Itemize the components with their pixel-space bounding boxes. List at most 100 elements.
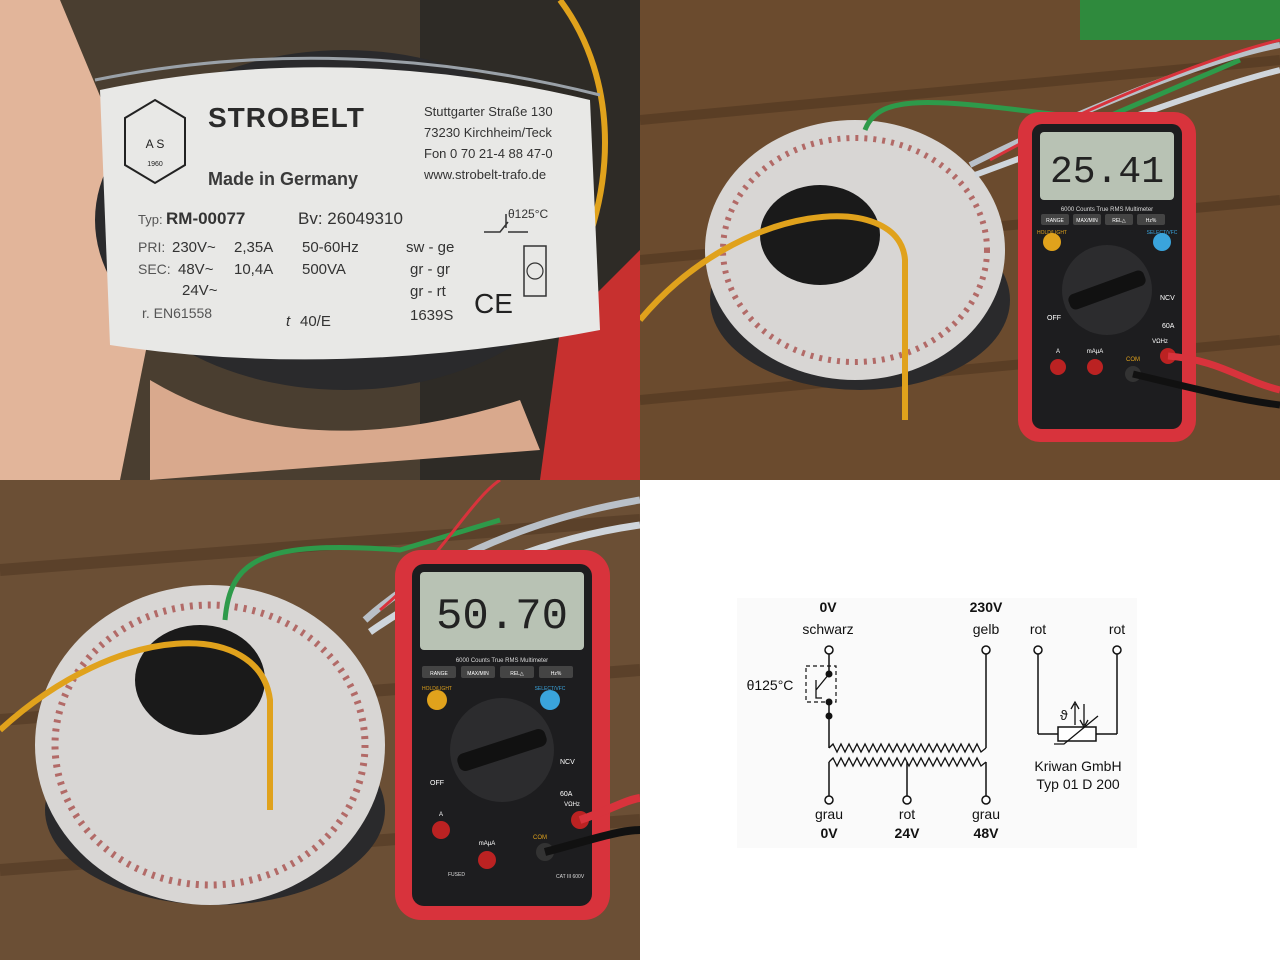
port-a[interactable]	[1050, 359, 1066, 375]
red-probe-lead	[1167, 352, 1280, 394]
terminal-230v	[981, 645, 991, 655]
hold-light-button[interactable]	[1043, 233, 1061, 251]
port-com-label: COM	[1126, 357, 1140, 363]
sec-voltage: 48V~	[178, 261, 214, 278]
rel-label: REL△	[1112, 218, 1126, 224]
toroid-center	[760, 185, 880, 285]
ptc-left-color: rot	[1030, 621, 1046, 637]
port-ma-label: mAµA	[479, 841, 495, 847]
green-wire	[222, 517, 501, 621]
sec-power: 500VA	[302, 261, 346, 278]
mode-ncv: NCV	[560, 759, 575, 766]
range-button[interactable]	[422, 666, 456, 678]
thermal-switch-symbol-icon	[484, 214, 528, 233]
bottom-left-color: grau	[815, 806, 843, 822]
bv-number: Bv: 26049310	[298, 209, 403, 228]
range-button[interactable]	[1041, 214, 1069, 225]
select-button[interactable]	[540, 690, 560, 710]
website: www.strobelt-trafo.de	[423, 167, 546, 182]
hz-label: Hz%	[1146, 218, 1157, 224]
maxmin-label: MAX/MIN	[467, 671, 489, 677]
logo-year: 1960	[147, 161, 163, 168]
pri-current: 2,35A	[234, 239, 273, 256]
hz-button[interactable]	[1137, 214, 1165, 225]
sec2-wires: gr - rt	[410, 283, 447, 300]
address-line-1: Stuttgarter Straße 130	[424, 104, 553, 119]
select-label: SELECT/VFC	[1147, 230, 1178, 236]
select-label: SELECT/VFC	[535, 686, 566, 692]
bottom-left-voltage: 0V	[820, 825, 838, 841]
port-v-label: VΩHz	[564, 802, 580, 808]
port-a-label: A	[1056, 349, 1060, 355]
hand	[0, 0, 150, 480]
terminal-48v	[981, 795, 991, 805]
type-number: RM-00077	[166, 209, 245, 228]
arrow-up-icon	[1070, 700, 1080, 725]
mode-off: OFF	[430, 780, 444, 787]
arrow-down-icon	[1079, 704, 1089, 729]
range-label: RANGE	[430, 671, 448, 677]
port-v-label: VΩHz	[1152, 339, 1168, 345]
port-ma-label: mAµA	[1087, 349, 1103, 355]
photo-measurement-48v: 50.70 6000 Counts True RMS Multimeter RA…	[0, 480, 640, 960]
address-line-2: 73230 Kirchheim/Teck	[424, 125, 552, 140]
rel-button[interactable]	[500, 666, 534, 678]
select-button[interactable]	[1153, 233, 1171, 251]
red-probe-lead	[578, 794, 640, 824]
mode-60a: 60A	[560, 791, 573, 798]
port-ma[interactable]	[478, 851, 496, 869]
logo-text: A S	[146, 137, 165, 151]
terminal-ptc-right	[1112, 645, 1122, 655]
norm: r. EN61558	[142, 305, 212, 321]
port-com-label: COM	[533, 835, 547, 841]
theta-symbol: ϑ	[1060, 707, 1068, 723]
black-probe-lead	[1132, 370, 1280, 409]
hz-button[interactable]	[539, 666, 573, 678]
label-photo-scene: A S 1960 STROBELT Made in Germany Stuttg…	[0, 0, 640, 480]
maxmin-label: MAX/MIN	[1076, 218, 1098, 224]
lcd-reading: 25.41	[1050, 151, 1164, 194]
top-left-color: schwarz	[802, 621, 853, 637]
port-a[interactable]	[432, 821, 450, 839]
bottom-mid-voltage: 24V	[895, 825, 921, 841]
mode-ncv: NCV	[1160, 295, 1175, 302]
sec-label: SEC:	[138, 261, 171, 277]
maxmin-button[interactable]	[461, 666, 495, 678]
meter-photo-scene-2: 50.70 6000 Counts True RMS Multimeter RA…	[0, 480, 640, 960]
top-right-voltage: 230V	[970, 599, 1003, 615]
meter-model: 6000 Counts True RMS Multimeter	[1061, 207, 1153, 213]
safety-transformer-icon	[523, 245, 547, 297]
date-code: 1639S	[410, 307, 453, 324]
schematic-drawing: 0V schwarz 230V gelb rot rot θ125°C	[737, 598, 1137, 848]
thermal-switch-label: θ125°C	[747, 677, 794, 693]
terminal-ptc-left	[1033, 645, 1043, 655]
rel-button[interactable]	[1105, 214, 1133, 225]
thermal-rating: θ125°C	[508, 207, 548, 221]
top-right-color: gelb	[973, 621, 1000, 637]
pri-label: PRI:	[138, 239, 165, 255]
made-in: Made in Germany	[208, 169, 358, 189]
rel-label: REL△	[510, 671, 524, 677]
black-probe-lead	[543, 826, 640, 856]
meter-photo-scene-1: 25.41 6000 Counts True RMS Multimeter RA…	[640, 0, 1280, 480]
thermal-switch-box	[805, 665, 837, 703]
lcd-display	[1040, 132, 1174, 200]
port-ma[interactable]	[1087, 359, 1103, 375]
maxmin-button[interactable]	[1073, 214, 1101, 225]
pri-wires: sw - ge	[406, 239, 454, 256]
photo-transformer-label: A S 1960 STROBELT Made in Germany Stuttg…	[0, 0, 640, 480]
svg-text:t: t	[286, 313, 291, 330]
terminal-24v	[902, 795, 912, 805]
sec-wires: gr - gr	[410, 261, 450, 278]
port-a-label: A	[439, 812, 443, 818]
ptc-part-number: Typ 01 D 200	[1036, 776, 1119, 792]
bottom-mid-color: rot	[899, 806, 915, 822]
ambient-rating: 40/E	[300, 313, 331, 330]
primary-winding	[828, 742, 987, 754]
wiring-schematic: 0V schwarz 230V gelb rot rot θ125°C	[640, 480, 1280, 960]
hold-light-button[interactable]	[427, 690, 447, 710]
pri-frequency: 50-60Hz	[302, 239, 359, 256]
hold-label: HOLD/LIGHT	[1037, 230, 1067, 236]
yellow-wire	[640, 213, 908, 420]
